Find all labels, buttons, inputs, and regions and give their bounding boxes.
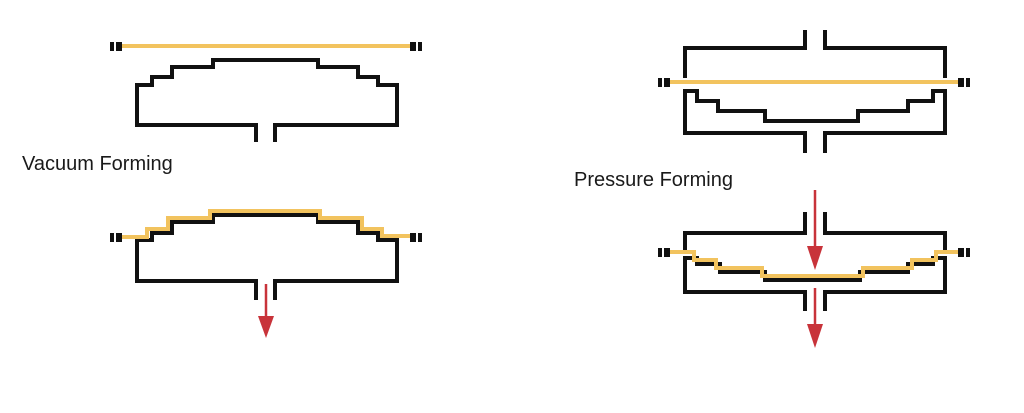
pressure-box-top [823, 30, 947, 78]
sheet-clamp-right [410, 42, 422, 51]
sheet-clamp-left [110, 42, 122, 51]
formed-plastic-sheet [664, 250, 964, 278]
vacuum-step1 [110, 42, 422, 142]
pressure-step2 [658, 190, 970, 348]
formed-plastic-sheet [122, 209, 410, 239]
pressure-box-top [823, 212, 947, 250]
sheet-clamp-right [410, 233, 422, 242]
pressure-forming-label: Pressure Forming [574, 169, 733, 191]
sheet-clamp-left [658, 248, 670, 257]
female-mold [683, 256, 947, 311]
female-mold [683, 89, 947, 153]
vacuum-forming-label: Vacuum Forming [22, 153, 173, 175]
pressure-box-top [683, 30, 807, 78]
sheet-clamp-left [658, 78, 670, 87]
vacuum-step2 [110, 209, 422, 338]
pressure-step1 [658, 30, 970, 153]
sheet-clamp-left [110, 233, 122, 242]
male-mold [135, 58, 399, 142]
male-mold [135, 213, 399, 300]
pressure-box-top [683, 212, 807, 250]
sheet-clamp-right [958, 248, 970, 257]
arrowhead [807, 324, 823, 348]
sheet-clamp-right [958, 78, 970, 87]
arrowhead [258, 316, 274, 338]
arrowhead [807, 246, 823, 270]
